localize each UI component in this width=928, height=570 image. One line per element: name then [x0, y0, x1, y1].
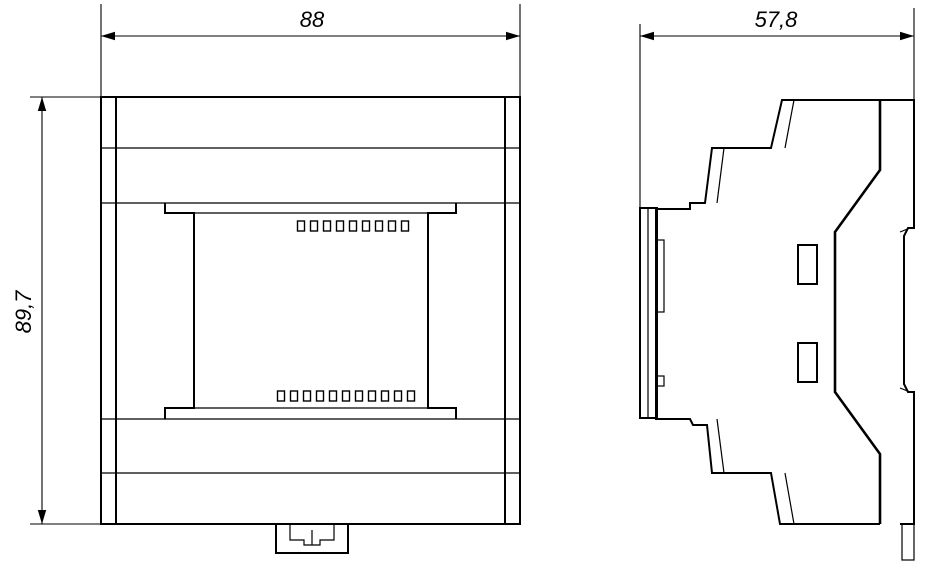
- connector-pin: [315, 390, 325, 402]
- connector-pin: [341, 390, 351, 402]
- connector-pin: [393, 390, 403, 402]
- connector-pin: [406, 390, 416, 402]
- front-panel: [164, 203, 457, 419]
- connector-pin: [380, 390, 390, 402]
- connector-pin: [387, 220, 397, 232]
- height-label: 89,7: [11, 290, 36, 334]
- width-dimension: 88: [100, 4, 521, 98]
- connector-pin: [335, 220, 345, 232]
- side-profile: [655, 99, 880, 525]
- connector-pin: [400, 220, 410, 232]
- connector-pin: [354, 390, 364, 402]
- housing-outline: [100, 96, 521, 525]
- connector-pin: [328, 390, 338, 402]
- front-view: 88 89,7: [11, 4, 521, 554]
- width-label: 88: [300, 7, 325, 32]
- side-view: 57,8: [639, 7, 915, 561]
- connector-pins-bottom: [276, 390, 416, 402]
- depth-dimension: 57,8: [639, 7, 915, 208]
- depth-label: 57,8: [755, 7, 799, 32]
- lower-latch-window: [797, 342, 818, 383]
- connector-pin: [374, 220, 384, 232]
- connector-pin: [361, 220, 371, 232]
- connector-pins-top: [296, 220, 410, 232]
- connector-pin: [276, 390, 286, 402]
- connector-pin: [322, 220, 332, 232]
- connector-pin: [367, 390, 377, 402]
- din-latch: [275, 524, 349, 554]
- upper-latch-window: [797, 244, 818, 285]
- rear-plate: [880, 99, 915, 561]
- connector-pin: [289, 390, 299, 402]
- connector-pin: [309, 220, 319, 232]
- terminal-block: [639, 207, 665, 419]
- height-dimension: 89,7: [11, 96, 101, 525]
- connector-pin: [296, 220, 306, 232]
- connector-pin: [302, 390, 312, 402]
- connector-pin: [348, 220, 358, 232]
- body-contour: [833, 100, 882, 524]
